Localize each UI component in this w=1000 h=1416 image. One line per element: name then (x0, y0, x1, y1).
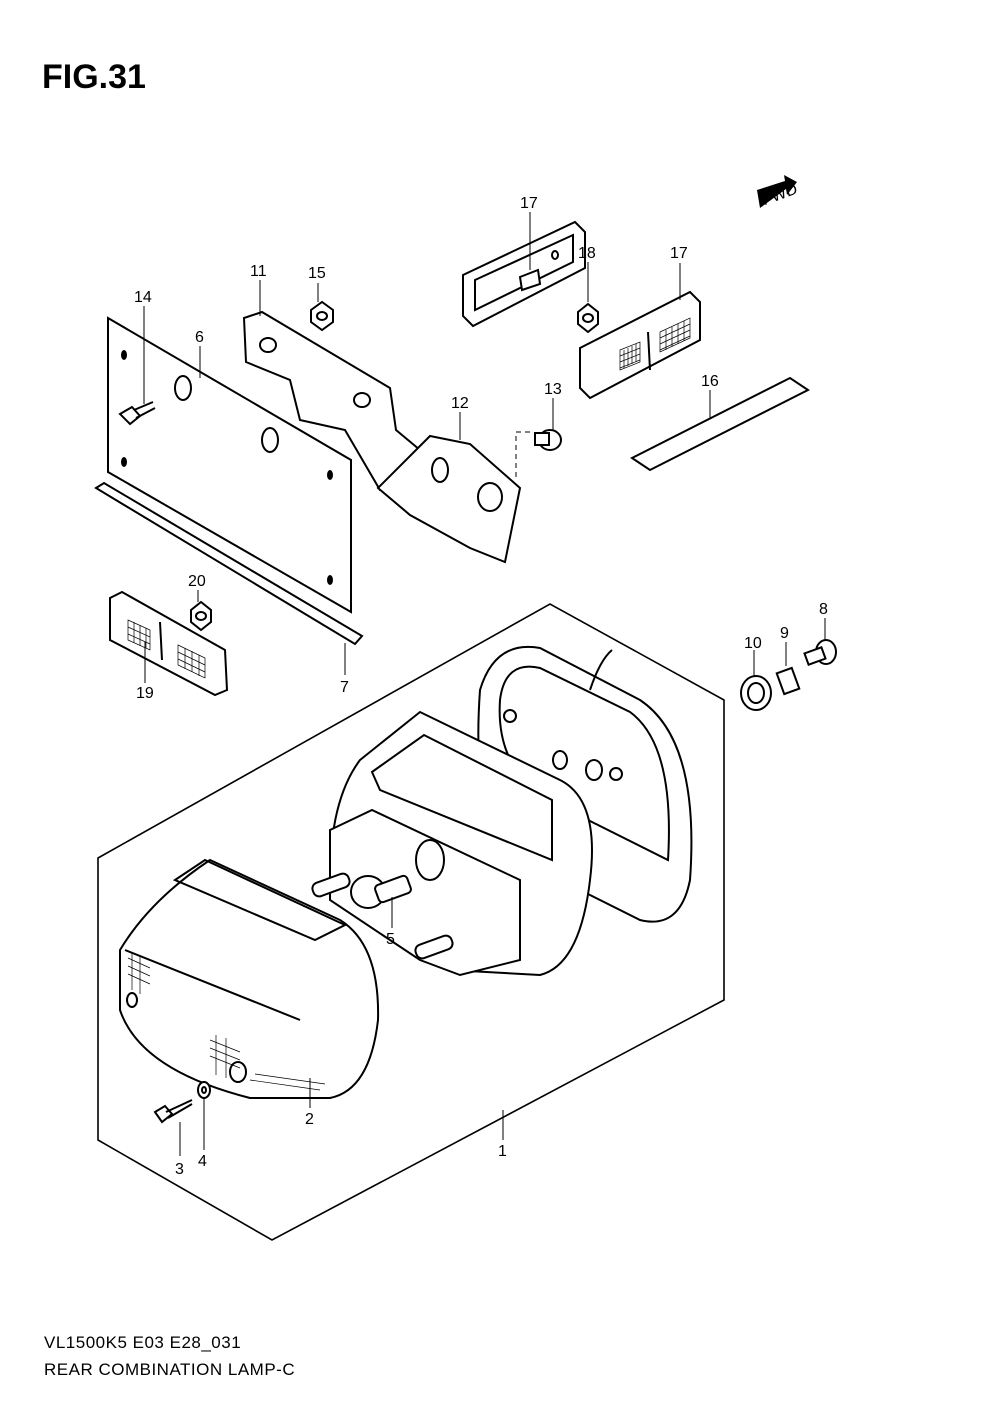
edge-trim (94, 481, 364, 646)
leader-lines (143, 212, 826, 1156)
fwd-label: FWD (760, 181, 800, 209)
callout-15: 15 (308, 265, 326, 282)
callout-1: 1 (498, 1143, 507, 1160)
fwd-arrow-icon: FWD (757, 175, 800, 209)
nut-20 (190, 600, 212, 632)
license-plate-bracket (107, 316, 352, 614)
callouts: 1 2 3 4 5 6 7 8 9 10 11 12 13 14 15 16 1… (134, 195, 828, 1178)
assembly-boundary-box (97, 603, 725, 1241)
footer-model-code: VL1500K5 E03 E28_031 (44, 1333, 242, 1352)
figure-title: FIG.31 (42, 58, 146, 96)
callout-18: 18 (578, 245, 596, 262)
callout-8: 8 (819, 601, 828, 618)
nut-15 (310, 300, 334, 332)
callout-20: 20 (188, 573, 206, 590)
collar-9 (775, 666, 801, 696)
callout-9: 9 (780, 625, 789, 642)
washer-4 (197, 1081, 211, 1099)
nut-18 (577, 302, 599, 334)
bolt-8 (803, 639, 837, 666)
reflector-17-upper (462, 220, 586, 328)
callout-16: 16 (701, 373, 719, 390)
bracket-plate-12 (376, 434, 522, 564)
bulb-socket (311, 808, 521, 977)
screw-3 (153, 1099, 193, 1124)
callout-3: 3 (175, 1161, 184, 1178)
callout-7: 7 (340, 679, 349, 696)
callout-14: 14 (134, 289, 152, 306)
callout-4: 4 (198, 1153, 207, 1170)
reflector-19 (109, 590, 229, 697)
footer-assembly-name: REAR COMBINATION LAMP-C (44, 1360, 296, 1379)
grommet-10 (740, 675, 772, 711)
callout-5: 5 (386, 931, 395, 948)
callout-2: 2 (305, 1111, 314, 1128)
reflector-17-lower (579, 290, 701, 400)
screw-14 (118, 401, 156, 426)
tape-16 (630, 376, 810, 472)
callout-17-lower: 17 (670, 245, 688, 262)
callout-11: 11 (250, 263, 267, 280)
bolt-13 (515, 429, 562, 480)
lamp-lens (119, 858, 380, 1099)
callout-17-upper: 17 (520, 195, 538, 212)
callout-6: 6 (195, 329, 204, 346)
callout-10: 10 (744, 635, 762, 652)
callout-19: 19 (136, 685, 154, 702)
callout-12: 12 (451, 395, 469, 412)
callout-13: 13 (544, 381, 562, 398)
